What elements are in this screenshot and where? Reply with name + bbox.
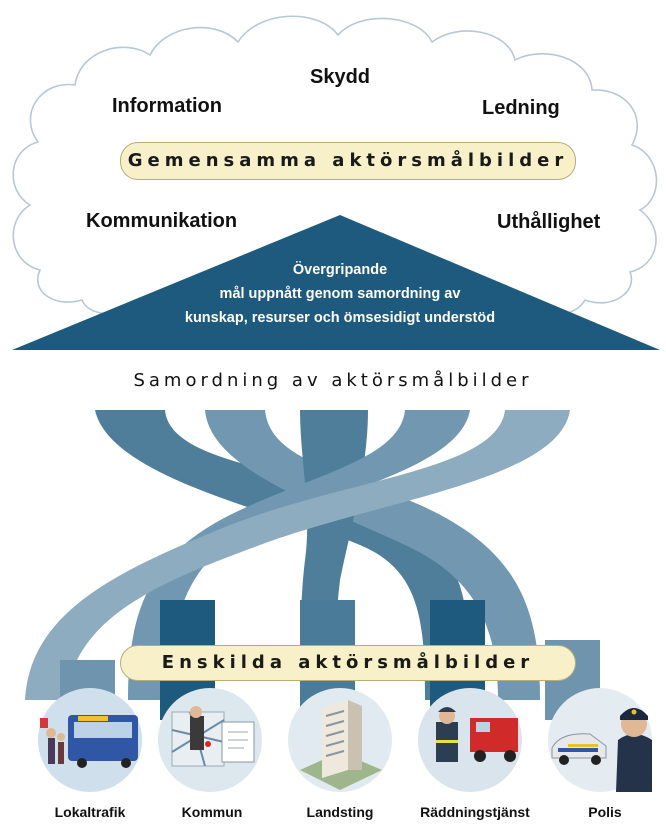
hospital-building-icon [288, 688, 392, 792]
cloud-word-information: Information [112, 95, 222, 117]
shared-goal-pill: Gemensamma aktörsmålbilder [120, 142, 576, 180]
actor-label-lokaltrafik: Lokaltrafik [54, 804, 126, 820]
cloud-word-uthallighet: Uthållighet [497, 211, 601, 233]
triangle-text: Övergripande mål uppnått genom samordnin… [130, 258, 550, 330]
actor-label-landsting: Landsting [306, 804, 374, 820]
band-kommun [205, 410, 540, 700]
triangle-line-2: mål uppnått genom samordning av [219, 286, 461, 302]
map-document-icon [158, 688, 262, 792]
coordination-caption: Samordning av aktörsmålbilder [133, 370, 533, 391]
band-lokaltrafik [95, 410, 470, 700]
triangle-line-3: kunskap, resurser och ömsesidigt underst… [184, 310, 496, 326]
bus-icon [38, 688, 142, 792]
police-icon [548, 688, 652, 792]
actor-label-raddningstjanst: Räddningstjänst [420, 804, 530, 820]
cloud-word-ledning: Ledning [482, 97, 560, 119]
individual-goal-pill: Enskilda aktörsmålbilder [120, 645, 576, 681]
cloud-word-skydd: Skydd [310, 66, 371, 88]
band-polis [25, 410, 570, 700]
cloud-word-kommunikation: Kommunikation [86, 210, 238, 232]
actor-label-polis: Polis [588, 804, 622, 820]
triangle-line-1: Övergripande [292, 262, 388, 278]
firefighter-icon [418, 688, 522, 792]
actor-label-kommun: Kommun [181, 804, 243, 820]
